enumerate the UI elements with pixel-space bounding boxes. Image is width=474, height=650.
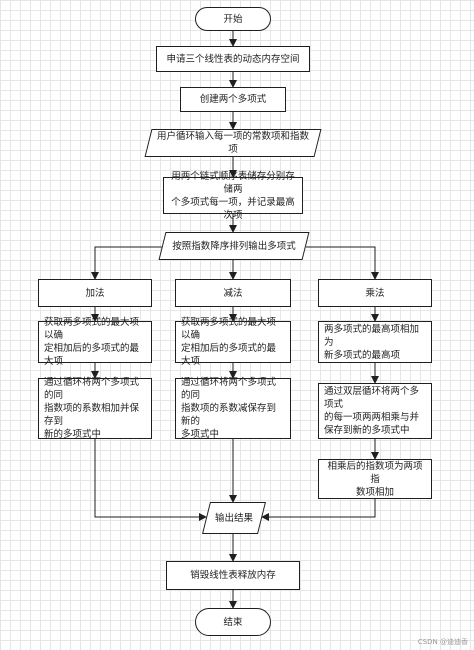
apply-memory-label: 申请三个线性表的动态内存空间 <box>166 53 300 65</box>
subtract-label: 减法 <box>223 287 243 299</box>
subtract-loop-label: 通过循环将两个多项式的同 指数项的系数减保存到新的 多项式中 <box>181 377 277 440</box>
add-node: 加法 <box>38 279 152 307</box>
multiply-label: 乘法 <box>365 287 385 299</box>
output-result-label: 输出结果 <box>214 512 253 524</box>
multiply-loop-node: 通过双层循环将两个多项式 的每一项两两相乘与并 保存到新的多项式中 <box>318 383 432 439</box>
add-loop-label: 通过循环将两个多项式的同 指数项的系数相加并保存到 新的多项式中 <box>44 377 140 440</box>
start-label: 开始 <box>223 13 243 25</box>
output-result-node: 输出结果 <box>202 502 266 534</box>
create-polynomials-node: 创建两个多项式 <box>180 87 286 112</box>
multiply-node: 乘法 <box>318 279 432 307</box>
store-terms-label: 用两个链式顺序表储存分别存储两 个多项式每一项，并记录最高次项 <box>171 170 295 221</box>
add-label: 加法 <box>85 287 105 299</box>
store-terms-node: 用两个链式顺序表储存分别存储两 个多项式每一项，并记录最高次项 <box>163 171 303 221</box>
create-polynomials-label: 创建两个多项式 <box>199 94 267 105</box>
input-terms-node: 用户循环输入每一项的常数项和指数项 <box>144 129 322 157</box>
subtract-loop-node: 通过循环将两个多项式的同 指数项的系数减保存到新的 多项式中 <box>175 377 291 440</box>
multiply-exponent-label: 相乘后的指数项为两项指 数项相加 <box>327 460 423 498</box>
destroy-label: 销毁线性表释放内存 <box>190 570 276 581</box>
multiply-max-label: 两多项式的最高项相加为 新多项式的最高项 <box>324 323 420 361</box>
destroy-node: 销毁线性表释放内存 <box>166 561 300 590</box>
apply-memory-node: 申请三个线性表的动态内存空间 <box>156 46 310 72</box>
edge-mul-to-result <box>261 499 376 521</box>
subtract-max-node: 获取两多项式的最大项以确 定相加后的多项式的最大项 <box>175 317 291 367</box>
add-loop-node: 通过循环将两个多项式的同 指数项的系数相加并保存到 新的多项式中 <box>38 377 152 440</box>
multiply-max-node: 两多项式的最高项相加为 新多项式的最高项 <box>318 321 432 363</box>
input-terms-label: 用户循环输入每一项的常数项和指数项 <box>156 131 309 155</box>
watermark: CSDN @迪迪香 <box>417 638 468 646</box>
start-node: 开始 <box>195 7 271 31</box>
add-max-label: 获取两多项式的最大项以确 定相加后的多项式的最大项 <box>44 317 140 367</box>
edge-output-to-add <box>91 246 162 280</box>
end-node: 结束 <box>195 608 271 636</box>
edge-add-to-result <box>94 439 207 521</box>
subtract-max-label: 获取两多项式的最大项以确 定相加后的多项式的最大项 <box>181 317 277 367</box>
add-max-node: 获取两多项式的最大项以确 定相加后的多项式的最大项 <box>38 317 152 367</box>
multiply-loop-label: 通过双层循环将两个多项式 的每一项两两相乘与并 保存到新的多项式中 <box>324 386 420 436</box>
end-label: 结束 <box>223 616 243 628</box>
subtract-node: 减法 <box>175 279 291 307</box>
output-desc-node: 按照指数降序排列输出多项式 <box>158 232 310 260</box>
edge-output-to-mul <box>306 246 379 280</box>
multiply-exponent-node: 相乘后的指数项为两项指 数项相加 <box>318 459 432 499</box>
output-desc-label: 按照指数降序排列输出多项式 <box>172 240 296 252</box>
